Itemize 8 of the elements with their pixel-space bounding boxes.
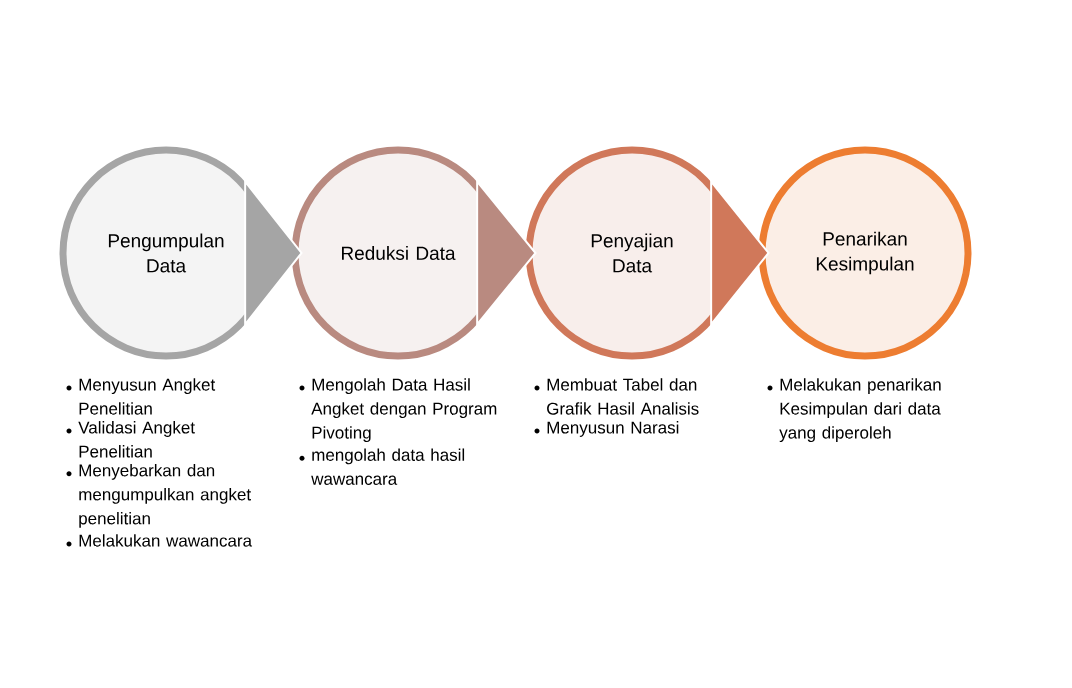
bullet-item: Menyebarkan dan mengumpulkan angket penelitian <box>66 463 251 528</box>
bullet-item: Melakukan wawancara <box>66 534 253 547</box>
bullet-item: Validasi Angket Penelitian <box>66 421 195 458</box>
bullet-item: Melakukan penarikan Kesimpulan dari data yang diperoleh <box>767 378 941 443</box>
bullet-item: mengolah data hasil wawancara <box>299 448 465 485</box>
bullet-item: Membuat Tabel dan Grafik Hasil Analisis <box>534 378 699 415</box>
bullet-item: Menyusun Angket Penelitian <box>66 378 216 415</box>
bullet-item: Menyusun Narasi <box>534 421 679 437</box>
